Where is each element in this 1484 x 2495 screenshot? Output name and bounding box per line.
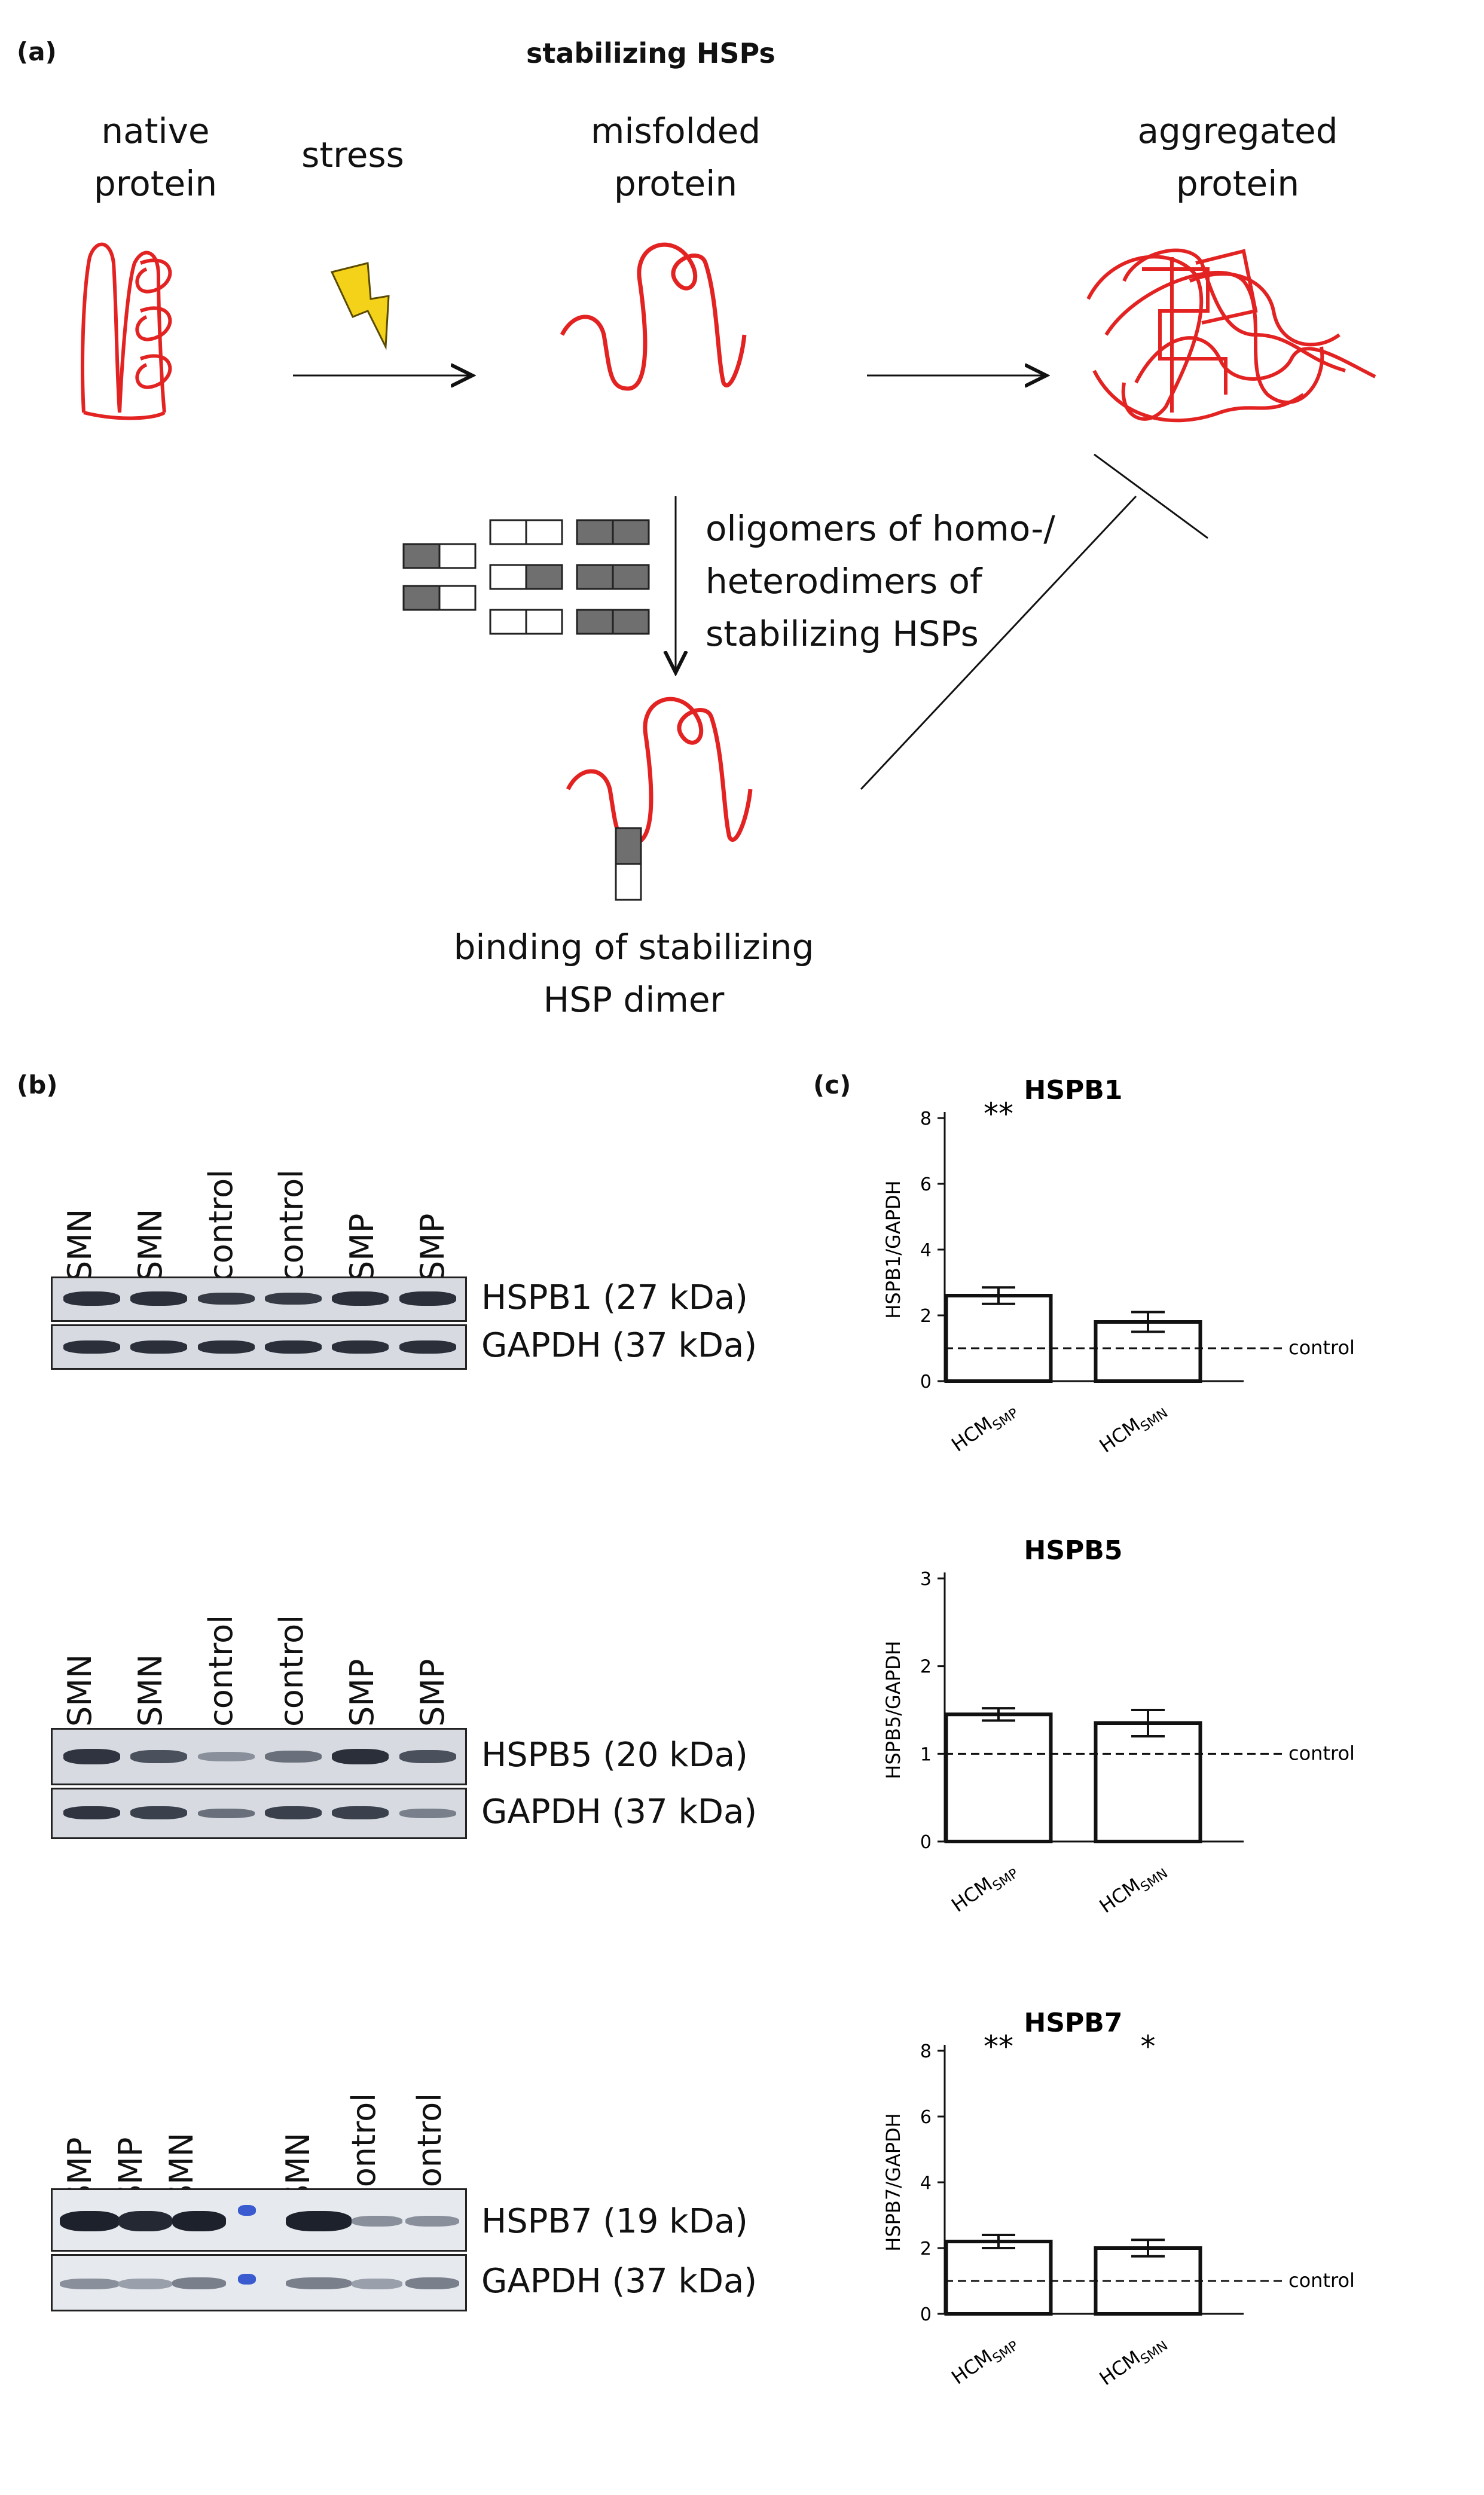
panel-a-label: (a) — [17, 37, 57, 66]
x-category-label: HCMSMN — [1095, 1396, 1171, 1460]
native-protein-label: native protein — [93, 111, 218, 204]
binding-label: binding of stabilizing HSP dimer — [453, 927, 814, 1020]
inhibition-bar — [1094, 453, 1208, 539]
y-tick-label: 4 — [920, 2173, 932, 2194]
y-tick-label: 8 — [920, 2041, 932, 2062]
aggregated-protein-drawing — [1086, 248, 1376, 423]
inhibition-line — [860, 495, 1137, 790]
hspb5-loading-label: GAPDH (37 kDa) — [481, 1792, 758, 1831]
bar — [944, 1294, 1053, 1383]
significance-label: * — [1141, 2029, 1156, 2064]
lane-label: SMN — [61, 1654, 99, 1727]
gapdh-blot-strip — [51, 1788, 467, 1839]
y-axis-label: HSPB5/GAPDH — [882, 1641, 905, 1779]
native-protein-drawing — [81, 242, 172, 420]
chart-title: HSPB1 — [1024, 1075, 1123, 1106]
bar — [944, 1712, 1053, 1844]
y-tick-label: 0 — [920, 1372, 932, 1392]
oligomers-label: oligomers of homo-/ heterodimers of stab… — [706, 508, 1055, 654]
lane-label: control — [202, 1614, 240, 1727]
chart-title: HSPB5 — [1024, 1535, 1123, 1566]
bar — [944, 2240, 1053, 2316]
x-category-label: HCMSMN — [1095, 2329, 1171, 2393]
hsp-oligomers — [402, 519, 650, 635]
significance-label: ** — [984, 1097, 1013, 1131]
x-category-label: HCMSMP — [947, 1856, 1021, 1919]
y-tick-label: 0 — [920, 1832, 932, 1853]
x-category-label: HCMSMP — [947, 2329, 1021, 2392]
y-axis-label: HSPB1/GAPDH — [882, 1180, 905, 1318]
y-tick-label: 2 — [920, 2239, 932, 2259]
lane-label: control — [273, 1169, 310, 1281]
hspb7-blot-strip — [51, 2188, 467, 2252]
control-line-label: control — [1288, 1336, 1355, 1359]
control-line-label: control — [1288, 1742, 1355, 1764]
hspb1-blot-strip — [51, 1276, 467, 1322]
y-tick-label: 0 — [920, 2304, 932, 2325]
lane-label: SMP — [414, 1213, 451, 1281]
hspb7-loading-label: GAPDH (37 kDa) — [481, 2262, 758, 2301]
bar — [1094, 1721, 1202, 1843]
lane-label: SMN — [61, 1208, 99, 1281]
y-tick-label: 1 — [920, 1744, 932, 1765]
y-tick-label: 2 — [920, 1306, 932, 1327]
y-tick-label: 8 — [920, 1108, 932, 1129]
panel-a-diagram — [81, 242, 1376, 901]
gapdh-blot-strip — [51, 2254, 467, 2311]
hsp-dimer-bound — [615, 827, 642, 901]
misfolded-protein-drawing — [560, 242, 747, 391]
hspb1-target-label: HSPB1 (27 kDa) — [481, 1278, 748, 1317]
bound-protein-drawing — [566, 697, 753, 845]
panel-c-label: (c) — [813, 1070, 851, 1100]
aggregated-protein-label: aggregated protein — [1137, 111, 1338, 204]
hspb7-target-label: HSPB7 (19 kDa) — [481, 2202, 748, 2241]
significance-label: ** — [984, 2029, 1013, 2064]
lane-label: control — [202, 1169, 240, 1281]
y-tick-label: 3 — [920, 1569, 932, 1590]
x-category-label: HCMSMP — [947, 1396, 1021, 1459]
misfolded-protein-label: misfolded protein — [590, 111, 761, 204]
y-tick-label: 2 — [920, 1657, 932, 1678]
lane-label: SMN — [132, 1654, 169, 1727]
hspb1-loading-label: GAPDH (37 kDa) — [481, 1326, 758, 1365]
lane-label: control — [273, 1614, 310, 1727]
y-tick-label: 6 — [920, 2107, 932, 2128]
x-category-label: HCMSMN — [1095, 1856, 1171, 1920]
lane-label: SMP — [343, 1659, 381, 1727]
gapdh-blot-strip — [51, 1324, 467, 1370]
stress-label: stress — [301, 135, 404, 175]
hspb5-blot-strip — [51, 1728, 467, 1785]
chart-title: HSPB7 — [1024, 2008, 1123, 2038]
lane-label: SMP — [414, 1659, 451, 1727]
hspb5-target-label: HSPB5 (20 kDa) — [481, 1736, 748, 1775]
lightning-bolt-icon — [330, 262, 390, 350]
lane-label: SMP — [343, 1213, 381, 1281]
control-line-label: control — [1288, 2269, 1355, 2292]
panel-b-label: (b) — [17, 1070, 58, 1100]
panel-a-title: stabilizing HSPs — [526, 37, 775, 69]
y-tick-label: 6 — [920, 1174, 932, 1195]
y-tick-label: 4 — [920, 1240, 932, 1261]
y-axis-label: HSPB7/GAPDH — [882, 2113, 905, 2251]
lane-label: SMN — [132, 1208, 169, 1281]
